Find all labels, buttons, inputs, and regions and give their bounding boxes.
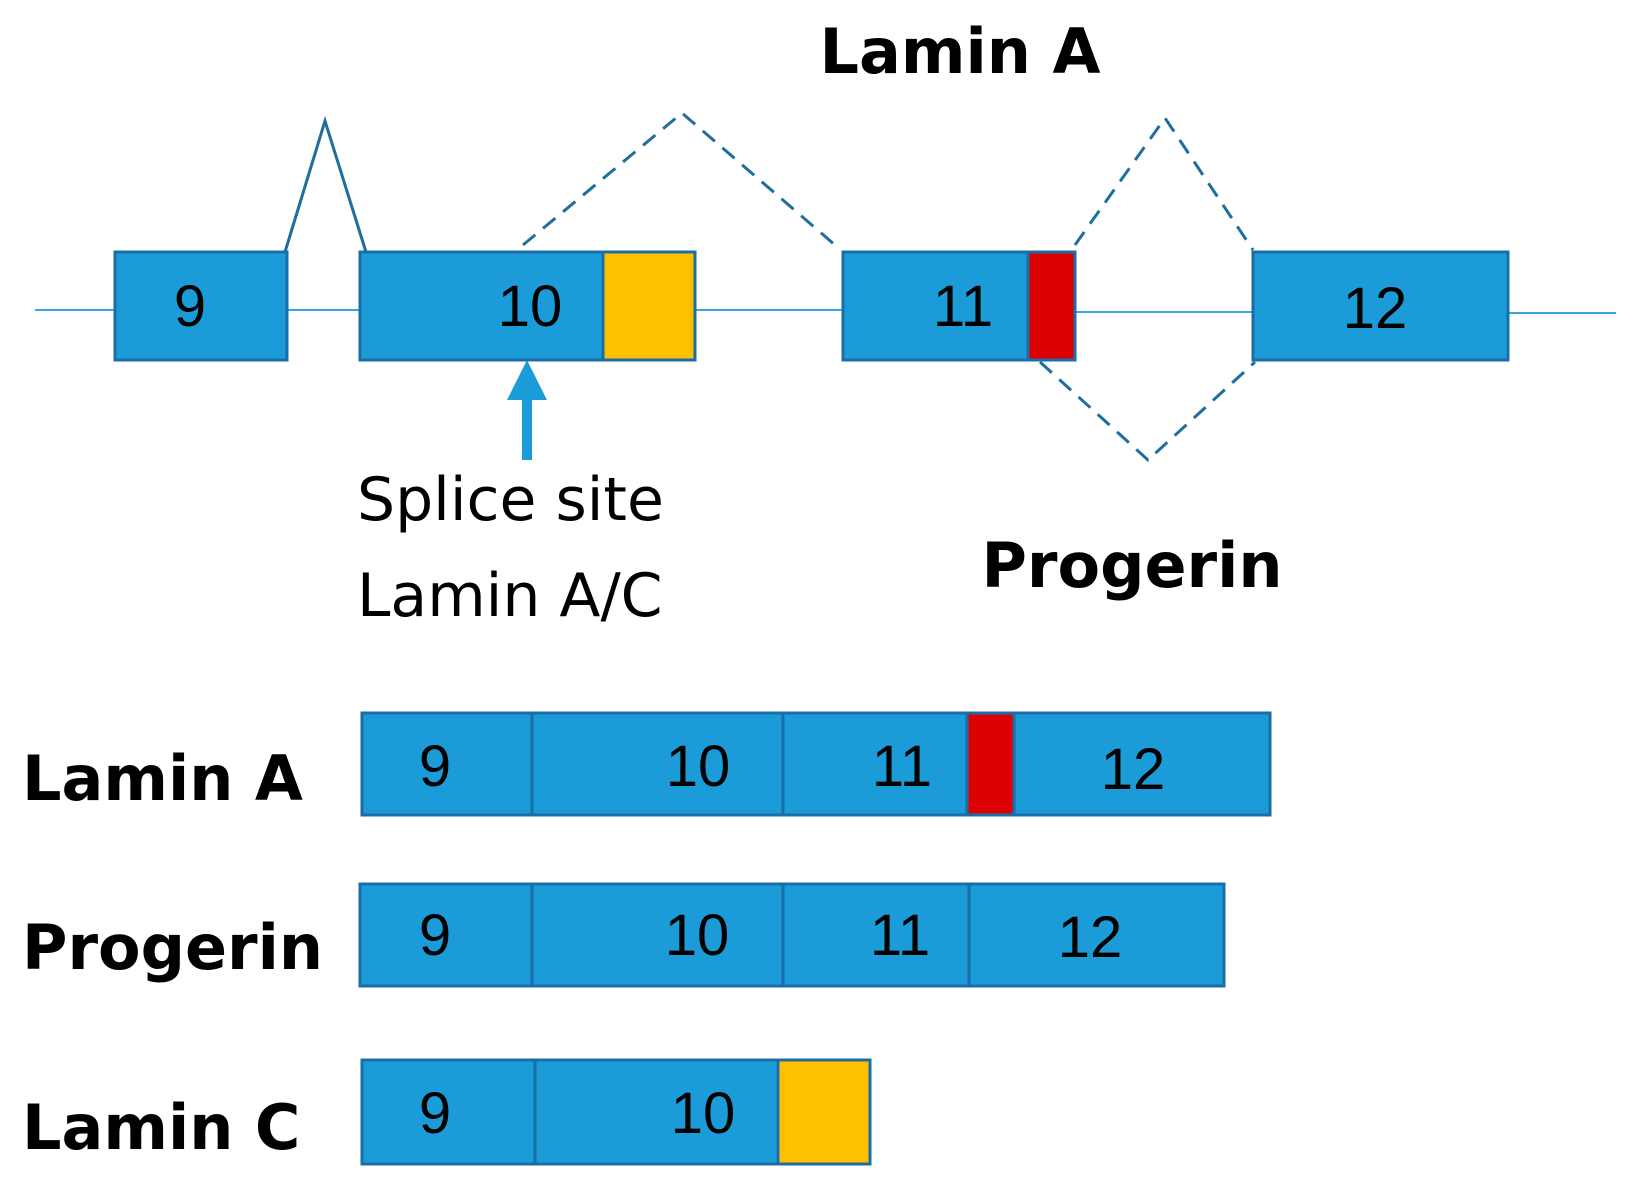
transcript-lamin-a-exon-9: 9 [419, 734, 451, 799]
transcript-lamin-a-red-segment [965, 711, 1016, 817]
transcript-lamin-c-bar [360, 1058, 780, 1166]
splice-junction-progerin [1038, 360, 1257, 463]
transcript-lamin-a-bar [360, 711, 1272, 817]
splice-site-label-line1: Splice site [357, 465, 664, 535]
transcript-lamin-c-exon-9: 9 [419, 1081, 451, 1146]
transcript-progerin-name: Progerin [22, 911, 323, 984]
gene-exon-11-label: 11 [933, 274, 993, 339]
transcript-progerin-bar [358, 882, 1226, 988]
progerin-splice-label: Progerin [981, 529, 1282, 602]
gene-exon-10: 10 [358, 250, 697, 362]
transcript-lamin-a-name: Lamin A [22, 742, 303, 815]
lamin-a-splice-label: Lamin A [820, 15, 1101, 88]
transcript-lamin-a-exon-10: 10 [666, 734, 731, 799]
transcript-progerin-exon-9: 9 [419, 903, 451, 968]
transcript-lamin-c-yellow-segment [776, 1058, 872, 1166]
transcript-progerin-exon-11: 11 [870, 903, 930, 968]
transcript-lamin-c-name: Lamin C [22, 1091, 300, 1164]
gene-exon-12-label: 12 [1343, 276, 1408, 341]
gene-exon-11: 11 [841, 250, 1077, 362]
transcript-lamin-a-exon-12: 12 [1101, 737, 1166, 802]
transcript-lamin-c: Lamin C 9 10 [22, 1058, 872, 1166]
gene-exon-9-label: 9 [174, 274, 206, 339]
gene-exon-10-label: 10 [498, 274, 563, 339]
transcript-progerin: Progerin 9 10 11 12 [22, 882, 1226, 988]
gene-structure: 9 10 11 12 Lamin A Progerin Splice site … [35, 15, 1616, 631]
gene-exon-9: 9 [113, 250, 289, 362]
gene-exon-12: 12 [1251, 250, 1510, 362]
splice-junction-10-11 [522, 111, 836, 247]
splice-junction-lamin-a [1073, 115, 1255, 251]
transcript-lamin-c-exon-10: 10 [671, 1081, 736, 1146]
splice-site-label-line2: Lamin A/C [357, 561, 663, 631]
transcript-lamin-a: Lamin A 9 10 11 12 [22, 711, 1272, 817]
splice-junction-9-10 [283, 115, 368, 253]
transcript-progerin-exon-12: 12 [1058, 905, 1123, 970]
transcript-progerin-exon-10: 10 [665, 903, 730, 968]
transcript-lamin-a-exon-11: 11 [872, 734, 932, 799]
progerin-deleted-region [1026, 250, 1077, 362]
lamin-c-specific-region [601, 250, 697, 362]
